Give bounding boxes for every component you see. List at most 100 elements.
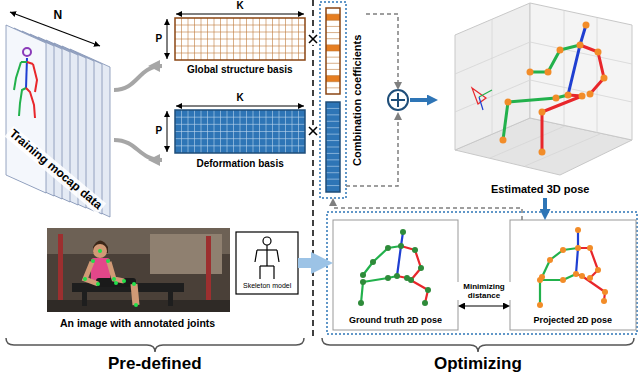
pose-3d — [539, 149, 546, 156]
basis-matrix: Deformation basis — [172, 108, 308, 174]
structure-matrix — [175, 25, 305, 26]
pose-2d — [575, 245, 581, 251]
pose-2d — [590, 248, 598, 270]
camera-icon — [472, 88, 486, 104]
structure-coefficients — [326, 8, 340, 94]
pose-3d — [500, 22, 608, 156]
structure-coefficients — [326, 38, 340, 39]
deformation-coefficients — [326, 179, 340, 180]
deformation-coefficients — [326, 134, 340, 135]
photo — [93, 244, 107, 258]
pose-2d — [397, 246, 401, 276]
edge-label: Minimizing distance — [456, 282, 512, 300]
plot-axes-3d — [455, 3, 632, 175]
pose-3d — [557, 47, 564, 54]
pose-3d — [595, 49, 602, 56]
pose-3d — [601, 75, 608, 82]
photo — [106, 259, 110, 263]
deformation-coefficients — [326, 102, 340, 192]
pose-3d — [548, 50, 560, 72]
deformation-matrix — [175, 138, 305, 139]
deformation-coefficients — [326, 102, 340, 192]
error-region — [327, 212, 637, 334]
mocap-skeleton — [27, 62, 33, 64]
pose-2d — [595, 267, 601, 273]
deformation-matrix — [175, 110, 305, 153]
plot-3d: Estimated 3D pose — [438, 2, 636, 198]
pose-2d — [385, 275, 391, 281]
section-label: Optimizing — [434, 354, 522, 374]
pose-2d — [560, 277, 566, 283]
connector — [298, 263, 311, 264]
coefficient-vector: Combination coefficients — [320, 2, 366, 198]
plot-axes-3d — [492, 19, 493, 134]
node-label: Projected 2D pose — [534, 315, 613, 325]
photo — [82, 292, 87, 306]
structure-coefficients — [326, 26, 340, 27]
sum-symbol — [388, 90, 408, 110]
structure-coefficients — [326, 44, 340, 45]
pose-2d — [404, 275, 410, 281]
structure-coefficients — [326, 87, 340, 88]
structure-coefficients — [326, 8, 340, 94]
structure-coefficients — [326, 32, 340, 33]
photo — [112, 277, 116, 281]
bracket — [322, 338, 634, 352]
sum-symbol — [397, 93, 399, 107]
pose-3d — [545, 69, 552, 76]
skeleton-figure — [236, 232, 298, 294]
connector-line — [465, 305, 503, 306]
deformation-coefficients — [326, 114, 340, 115]
camera-icon — [479, 97, 483, 110]
structure-matrix — [175, 18, 305, 60]
pose-2d — [601, 298, 607, 304]
pose-3d — [565, 92, 572, 99]
connector-line — [298, 258, 311, 268]
plot-axes-3d — [455, 42, 530, 74]
photo — [122, 279, 126, 283]
pose-2d — [400, 229, 406, 235]
photo — [47, 228, 230, 312]
multiply-symbol — [309, 35, 317, 43]
structure-coefficients — [326, 14, 340, 20]
photo — [58, 234, 63, 308]
skeleton-figure — [266, 245, 267, 266]
multiply-symbol — [307, 33, 319, 137]
plot-2d: Projected 2D pose — [510, 220, 636, 330]
structure-coefficients — [326, 75, 340, 76]
pose-2d — [385, 245, 391, 251]
photo — [47, 228, 230, 312]
pose-2d — [575, 227, 581, 233]
connector — [465, 306, 503, 307]
pose-2d — [394, 273, 400, 279]
pose-3d — [577, 42, 584, 49]
pose-3d — [539, 109, 546, 116]
pose-2d — [587, 245, 593, 251]
pose-2d — [363, 278, 388, 282]
skeleton-figure — [255, 250, 257, 262]
node-label: Skeleton model — [243, 282, 291, 290]
node-label: An image with annotated joints — [60, 317, 215, 329]
deformation-coefficients — [326, 159, 340, 160]
error-region — [327, 212, 637, 334]
basis-matrix: Global structure basis — [172, 16, 308, 80]
pose-3d — [598, 52, 604, 78]
pose-2d — [398, 243, 404, 249]
plot-frame — [333, 220, 458, 330]
bracket — [6, 338, 634, 352]
node-label: Ground truth 2D pose — [349, 315, 442, 325]
plot-axes-3d — [530, 3, 632, 140]
camera-icon — [479, 90, 492, 97]
deformation-coefficients — [326, 166, 340, 167]
plot-frame — [510, 220, 636, 330]
pose-2d — [373, 248, 388, 262]
structure-coefficients — [326, 20, 340, 21]
structure-coefficients — [326, 57, 340, 58]
photo — [134, 303, 138, 307]
node-label: Deformation basis — [197, 158, 284, 170]
deformation-coefficients — [326, 172, 340, 173]
structure-matrix — [175, 18, 305, 60]
plot-axes-3d — [490, 126, 565, 158]
deformation-coefficients — [326, 147, 340, 148]
